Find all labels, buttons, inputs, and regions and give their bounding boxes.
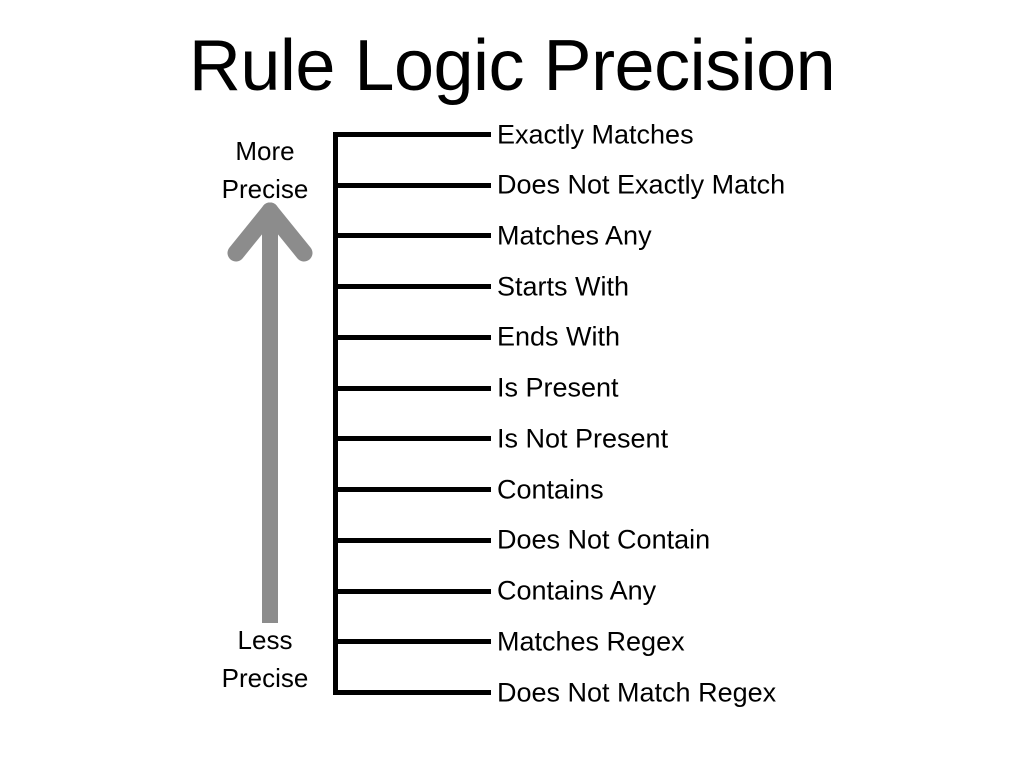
up-arrow-icon [227,202,313,623]
axis-caption-less-precise: Less Precise [190,622,340,697]
axis-caption-more-line2: Precise [221,173,309,204]
page-title: Rule Logic Precision [188,26,836,106]
ladder-tick [333,487,491,493]
ladder-tick [333,436,491,442]
rule-label: Is Present [497,372,619,403]
rule-label: Is Not Present [497,423,669,454]
rule-label: Starts With [497,271,630,302]
axis-caption-more-precise: More Precise [190,133,340,208]
ladder-tick [333,284,491,290]
rule-label: Contains Any [497,575,657,606]
rule-label: Ends With [497,321,621,352]
axis-caption-less-line1: Less [237,625,293,655]
rule-label: Contains [497,474,604,505]
ladder-tick [333,537,491,543]
precision-axis: More Precise Less Precise [190,125,340,700]
ladder-tick [333,182,491,188]
axis-caption-less-line2: Precise [221,662,309,693]
rule-label: Does Not Exactly Match [497,169,786,200]
axis-caption-more-line1: More [235,136,295,166]
rule-label: Does Not Contain [497,524,711,555]
rule-label: Does Not Match Regex [497,677,777,707]
ladder-tick [333,385,491,391]
ladder-tick [333,690,491,695]
ladder-tick [333,132,491,137]
ladder-tick [333,588,491,594]
rule-label: Matches Any [497,220,652,251]
ladder-spine [333,132,338,695]
ladder-tick [333,334,491,340]
ladder-tick [333,233,491,239]
ladder-tick [333,639,491,645]
rule-label: Exactly Matches [497,119,694,149]
rule-label: Matches Regex [497,626,685,657]
